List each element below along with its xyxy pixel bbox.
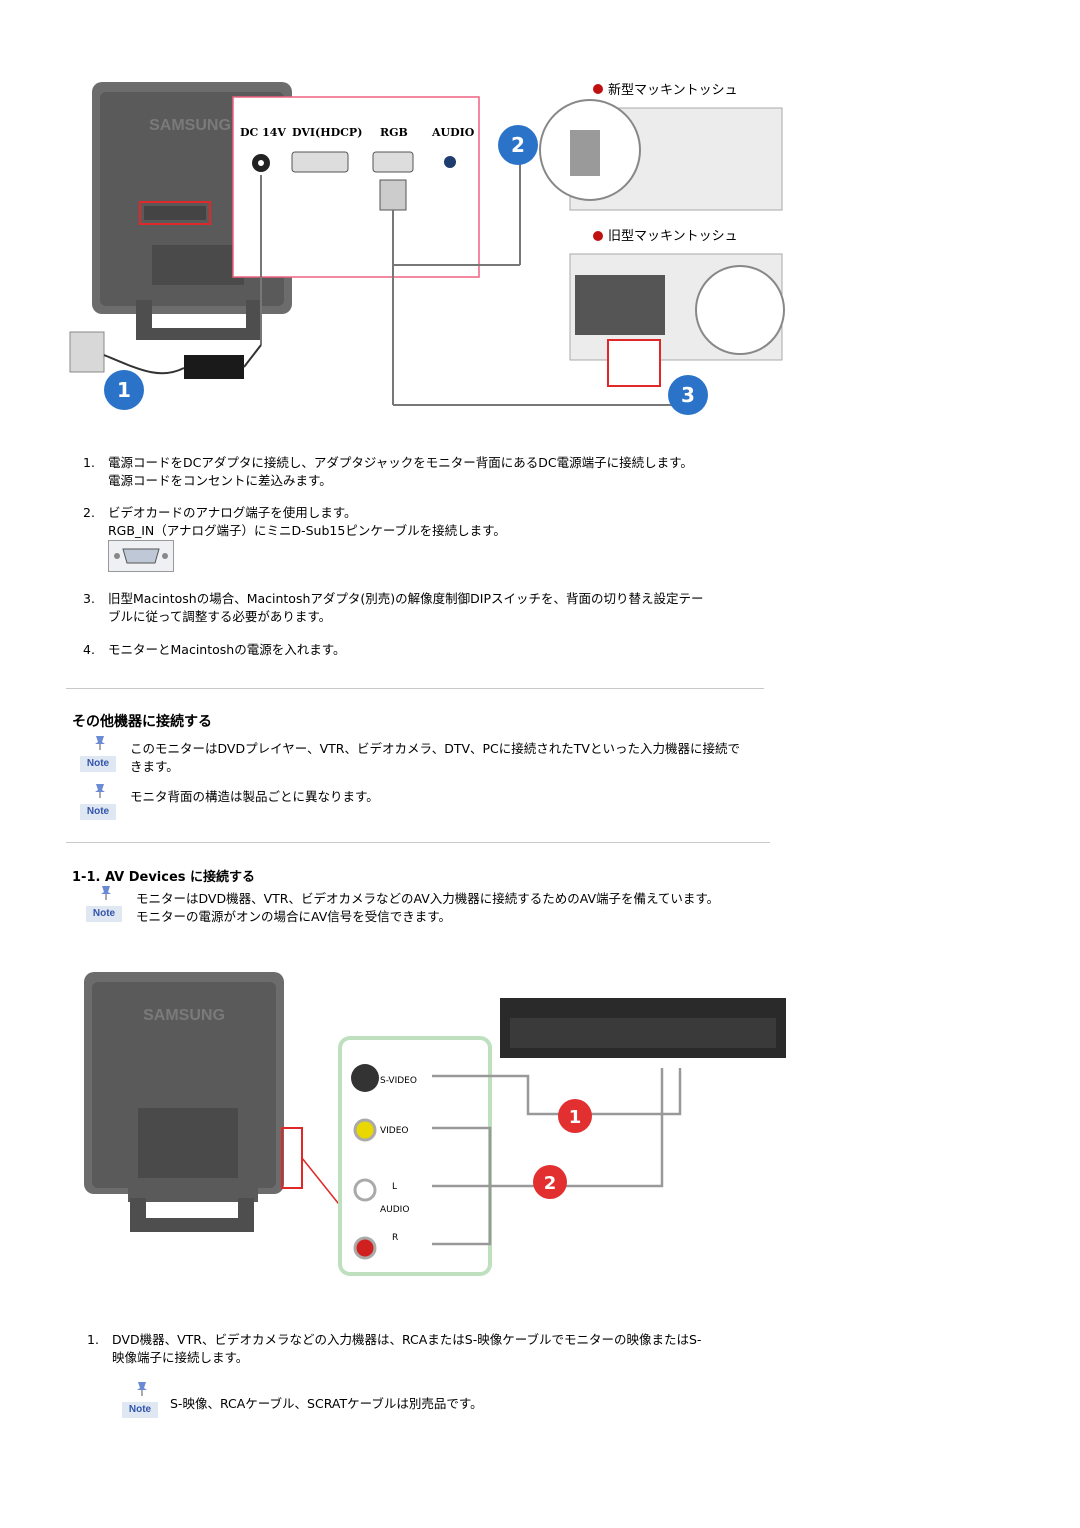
av-step-badge-2: 2 — [544, 1173, 557, 1194]
divider — [66, 842, 770, 843]
connection-diagram-av: SAMSUNG S-VIDEO VIDEO L AUDIO R 1 2 — [84, 972, 786, 1276]
jack-label-audio: AUDIO — [380, 1205, 409, 1215]
step-3-number: 3. — [83, 591, 95, 606]
note-icon: Note — [122, 1380, 158, 1418]
subsection-title: 1-1. AV Devices に接続する — [72, 870, 256, 885]
jack-label-r: R — [392, 1233, 398, 1243]
mac-new-label: 新型マッキントッシュ — [608, 82, 738, 98]
connection-diagram-pc-mac: SAMSUNG DC 14V DVI(HDCP) RGB AUDIO 新型マッキ… — [69, 82, 785, 415]
jack-label-video: VIDEO — [380, 1126, 409, 1136]
port-label-rgb: RGB — [380, 126, 408, 139]
step-1-line-1: 電源コードをDCアダプタに接続し、アダプタジャックをモニター背面にあるDC電源端… — [108, 455, 693, 470]
step-badge-1: 1 — [117, 378, 131, 402]
av-note-line-2: モニターの電源がオンの場合にAV信号を受信できます。 — [136, 909, 452, 924]
section-title: その他機器に接続する — [72, 714, 212, 730]
note-2-line-1: モニタ背面の構造は製品ごとに異なります。 — [130, 789, 379, 804]
step-4-number: 4. — [83, 642, 95, 657]
step-badge-2: 2 — [511, 133, 525, 157]
step-2-line-2: RGB_IN（アナログ端子）にミニD-Sub15ピンケーブルを接続します。 — [108, 523, 506, 538]
brand-logo: SAMSUNG — [143, 1007, 225, 1024]
port-panel-zoom — [232, 96, 480, 278]
av-step-badge-1: 1 — [569, 1107, 582, 1128]
step-1-line-2: 電源コードをコンセントに差込みます。 — [108, 473, 332, 488]
av-step-1-number: 1. — [87, 1332, 99, 1347]
av-step-1-line-1: DVD機器、VTR、ビデオカメラなどの入力機器は、RCAまたはS-映像ケーブルで… — [112, 1332, 702, 1347]
step-badge-3: 3 — [681, 383, 695, 407]
mac-old-label: 旧型マッキントッシュ — [608, 229, 738, 244]
av-note-line-1: モニターはDVD機器、VTR、ビデオカメラなどのAV入力機器に接続するためのAV… — [136, 891, 720, 906]
port-label-dc: DC 14V — [240, 126, 286, 139]
note-icon: Note — [86, 884, 122, 922]
step-3-line-2: ブルに従って調整する必要があります。 — [108, 609, 332, 624]
final-note-text: S-映像、RCAケーブル、SCRATケーブルは別売品です。 — [170, 1396, 483, 1411]
port-label-dvi: DVI(HDCP) — [292, 126, 362, 139]
jack-label-svideo: S-VIDEO — [380, 1076, 417, 1086]
step-4-line-1: モニターとMacintoshの電源を入れます。 — [108, 642, 346, 657]
step-1-number: 1. — [83, 455, 95, 470]
jack-label-l: L — [392, 1182, 397, 1192]
note-icon: Note — [80, 734, 116, 772]
step-2-number: 2. — [83, 505, 95, 520]
monitor-back-av: SAMSUNG — [84, 972, 303, 1232]
av-step-1-line-2: 映像端子に接続します。 — [112, 1350, 249, 1365]
port-label-audio: AUDIO — [431, 126, 475, 139]
brand-logo: SAMSUNG — [149, 117, 231, 134]
note-icon: Note — [80, 782, 116, 820]
note-1-line-2: きます。 — [130, 759, 179, 774]
step-3-line-1: 旧型Macintoshの場合、Macintoshアダプタ(別売)の解像度制御DI… — [108, 591, 704, 606]
vga-connector-icon — [108, 540, 174, 572]
step-2-line-1: ビデオカードのアナログ端子を使用します。 — [108, 505, 357, 520]
note-1-line-1: このモニターはDVDプレイヤー、VTR、ビデオカメラ、DTV、PCに接続されたT… — [130, 741, 740, 756]
divider — [66, 688, 764, 689]
